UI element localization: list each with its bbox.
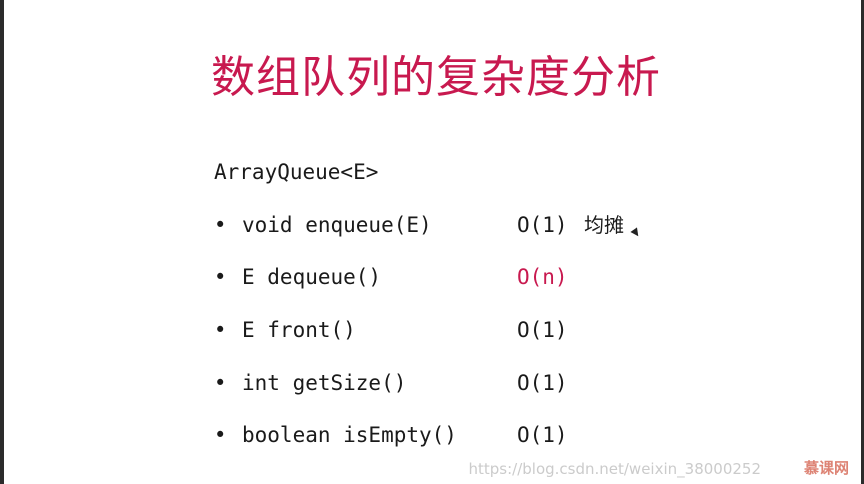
csdn-watermark: https://blog.csdn.net/weixin_38000252 <box>468 460 761 478</box>
method-row-dequeue: • E dequeue() O(n) <box>214 262 674 292</box>
complexity-value-highlight: O(n) <box>517 265 568 289</box>
class-signature: ArrayQueue<E> <box>214 160 379 184</box>
bullet-icon: • <box>214 423 227 447</box>
method-signature: void enqueue(E) <box>242 213 432 237</box>
method-signature: boolean isEmpty() <box>242 423 457 447</box>
complexity-value: O(1) <box>517 213 568 237</box>
slide-title: 数组队列的复杂度分析 <box>211 52 661 103</box>
complexity-value: O(1) <box>517 371 568 395</box>
bullet-icon: • <box>214 265 227 289</box>
method-row-front: • E front() O(1) <box>214 315 674 345</box>
method-row-isempty: • boolean isEmpty() O(1) <box>214 420 674 450</box>
complexity-value: O(1) <box>517 423 568 447</box>
complexity-note: 均摊 <box>584 213 624 237</box>
bullet-icon: • <box>214 371 227 395</box>
method-row-getsize: • int getSize() O(1) <box>214 368 674 398</box>
brand-logo: 慕课网 <box>803 459 849 477</box>
method-row-enqueue: • void enqueue(E) O(1) 均摊 <box>214 210 674 240</box>
method-signature: E dequeue() <box>242 265 382 289</box>
method-signature: E front() <box>242 318 356 342</box>
method-signature: int getSize() <box>242 371 407 395</box>
bullet-icon: • <box>214 213 227 237</box>
bullet-icon: • <box>214 318 227 342</box>
complexity-value: O(1) <box>517 318 568 342</box>
